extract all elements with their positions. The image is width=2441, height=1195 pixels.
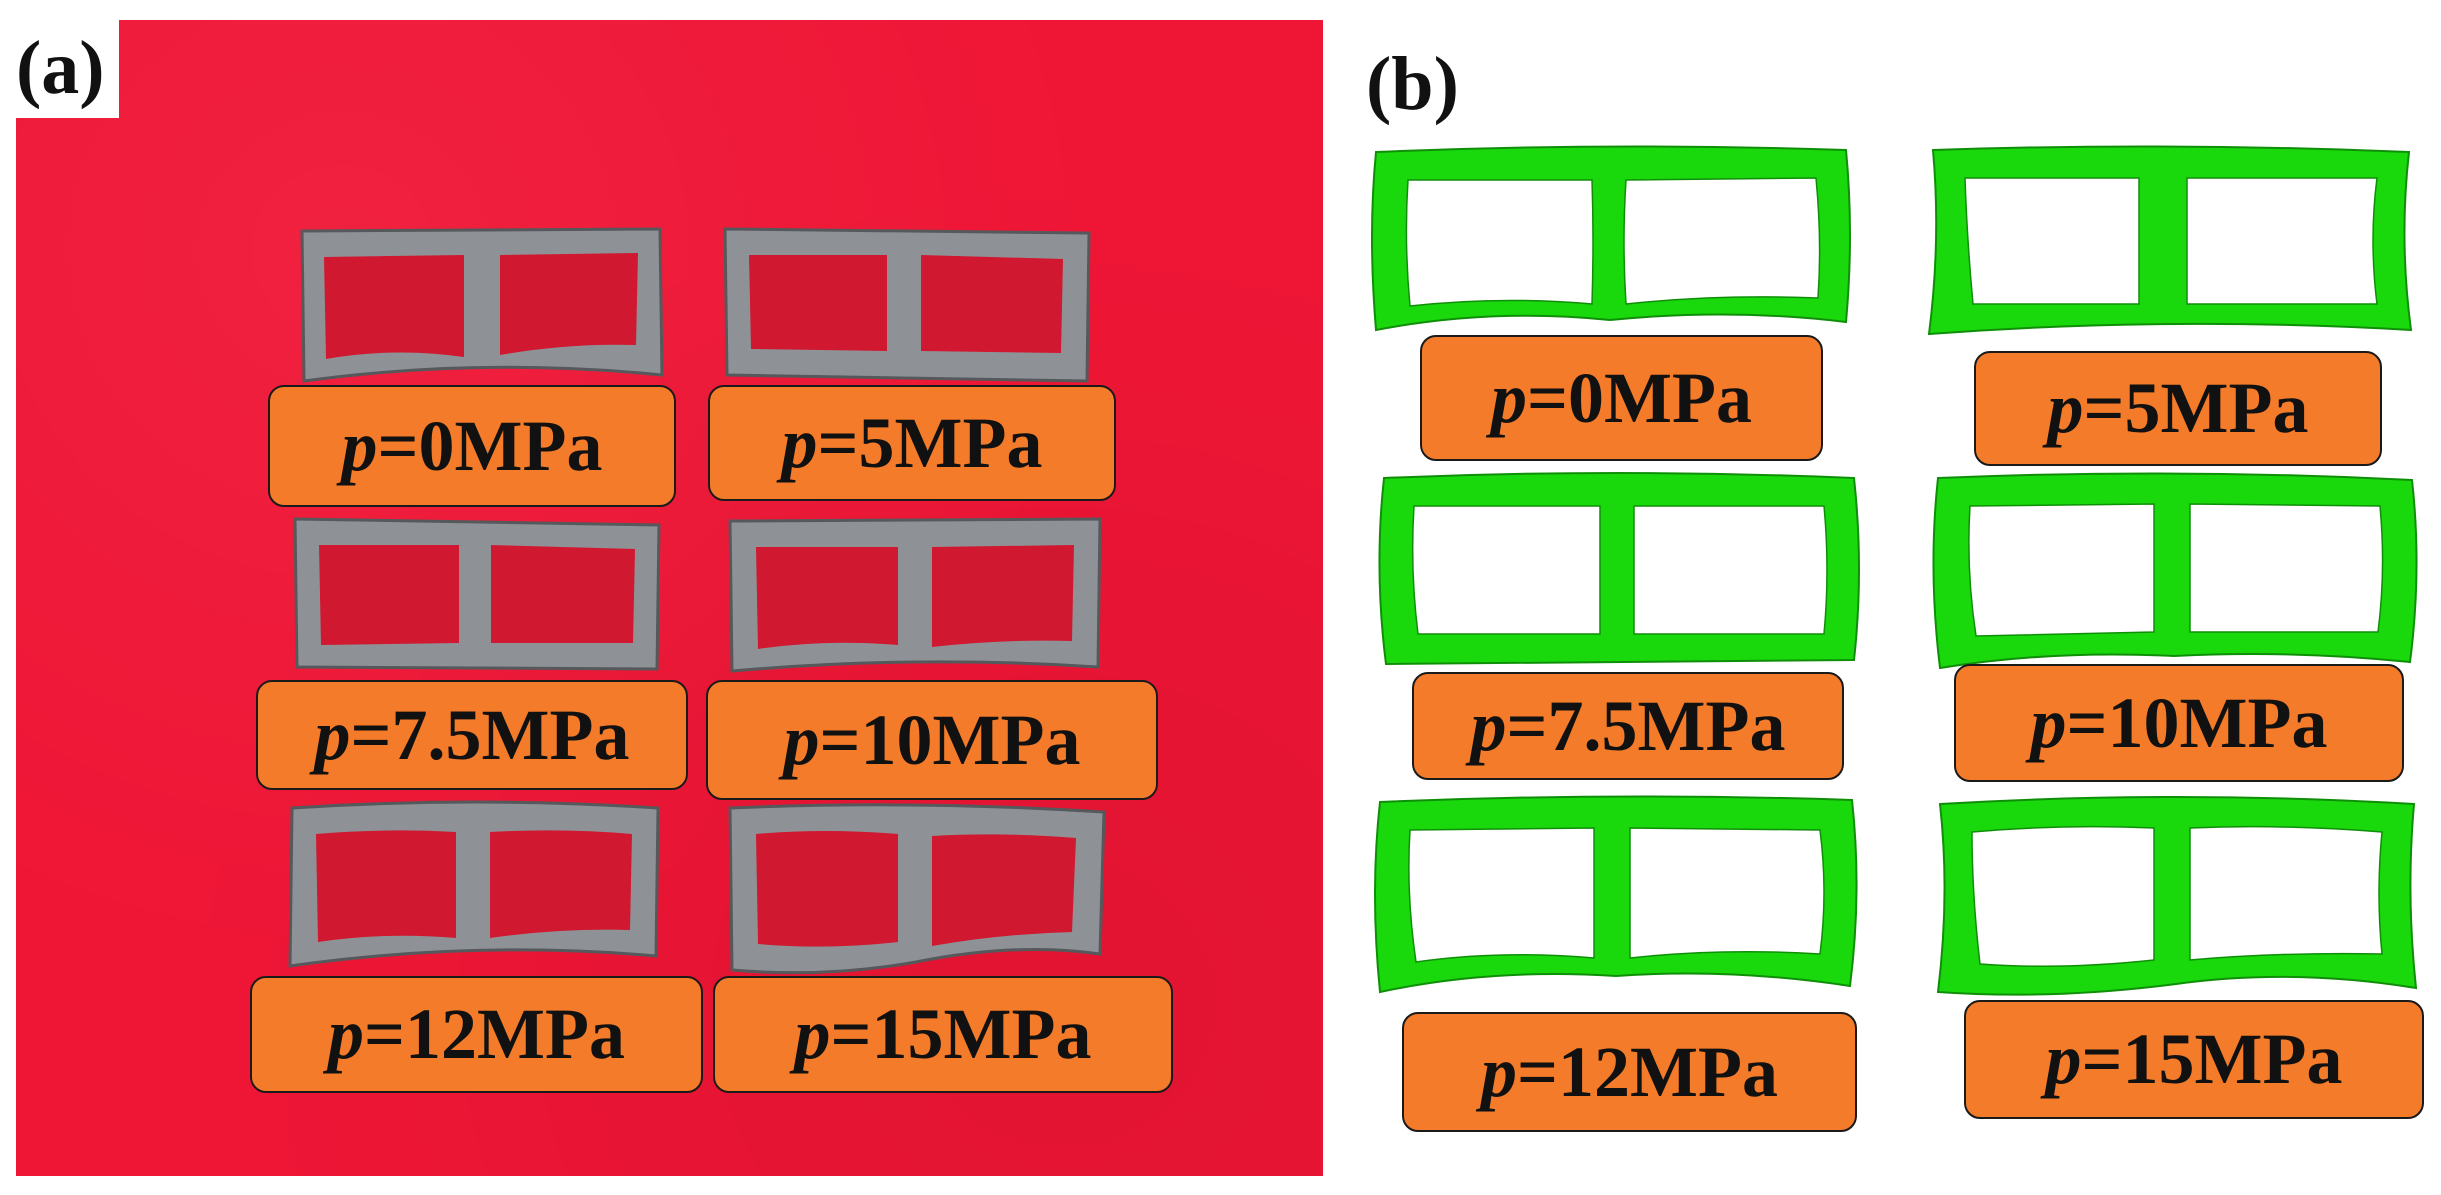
label-var: p [781, 402, 818, 483]
label-value: =7.5MPa [350, 694, 630, 775]
label-var: p [1481, 1031, 1518, 1112]
metal-sample-12mpa [286, 800, 664, 970]
label-value: =0MPa [1527, 357, 1752, 438]
simulated-shape-10mpa [1930, 470, 2420, 672]
metal-sample-0mpa [298, 225, 666, 385]
label-var: p [783, 699, 820, 780]
label-var: p [2045, 1019, 2082, 1099]
label-value: =15MPa [830, 994, 1092, 1074]
panel-b-simulation: (b) [1340, 20, 2430, 1176]
metal-sample-7-5mpa [291, 515, 663, 673]
label-b-12mpa: p=12MPa [1402, 1012, 1857, 1132]
label-a-0mpa: p=0MPa [268, 385, 676, 507]
label-var: p [328, 994, 365, 1074]
label-b-7-5mpa: p=7.5MPa [1412, 672, 1844, 780]
label-value: =5MPa [817, 402, 1043, 483]
metal-sample-15mpa [726, 802, 1108, 978]
label-value: =0MPa [377, 405, 603, 486]
metal-sample-5mpa [721, 225, 1093, 385]
label-var: p [341, 405, 378, 486]
label-value: =12MPa [1517, 1031, 1778, 1112]
simulated-shape-5mpa [1925, 144, 2415, 338]
label-var: p [794, 994, 831, 1074]
panel-b-label: (b) [1358, 40, 1467, 128]
label-var: p [2030, 682, 2067, 763]
label-value: =10MPa [819, 699, 1081, 780]
label-a-7-5mpa: p=7.5MPa [256, 680, 688, 790]
label-b-5mpa: p=5MPa [1974, 351, 2382, 466]
simulated-shape-15mpa [1932, 794, 2422, 1000]
simulated-shape-12mpa [1372, 792, 1860, 994]
label-b-10mpa: p=10MPa [1954, 664, 2404, 782]
label-value: =10MPa [2066, 682, 2328, 763]
panel-a-photo: (a) [0, 0, 1323, 1176]
label-a-10mpa: p=10MPa [706, 680, 1158, 800]
label-a-12mpa: p=12MPa [250, 976, 703, 1093]
label-var: p [314, 694, 351, 775]
label-var: p [2047, 368, 2084, 448]
simulated-shape-0mpa [1370, 144, 1852, 332]
panel-a-label: (a) [0, 0, 119, 118]
label-b-0mpa: p=0MPa [1420, 335, 1823, 461]
label-a-15mpa: p=15MPa [713, 976, 1173, 1093]
label-value: =5MPa [2083, 368, 2309, 448]
metal-sample-10mpa [726, 515, 1104, 675]
label-var: p [1491, 357, 1528, 438]
label-value: =7.5MPa [1506, 685, 1786, 766]
simulated-shape-7-5mpa [1378, 470, 1860, 668]
label-a-5mpa: p=5MPa [708, 385, 1116, 501]
label-value: =12MPa [364, 994, 625, 1074]
label-b-15mpa: p=15MPa [1964, 1000, 2424, 1119]
label-value: =15MPa [2081, 1019, 2343, 1099]
label-var: p [1470, 685, 1507, 766]
